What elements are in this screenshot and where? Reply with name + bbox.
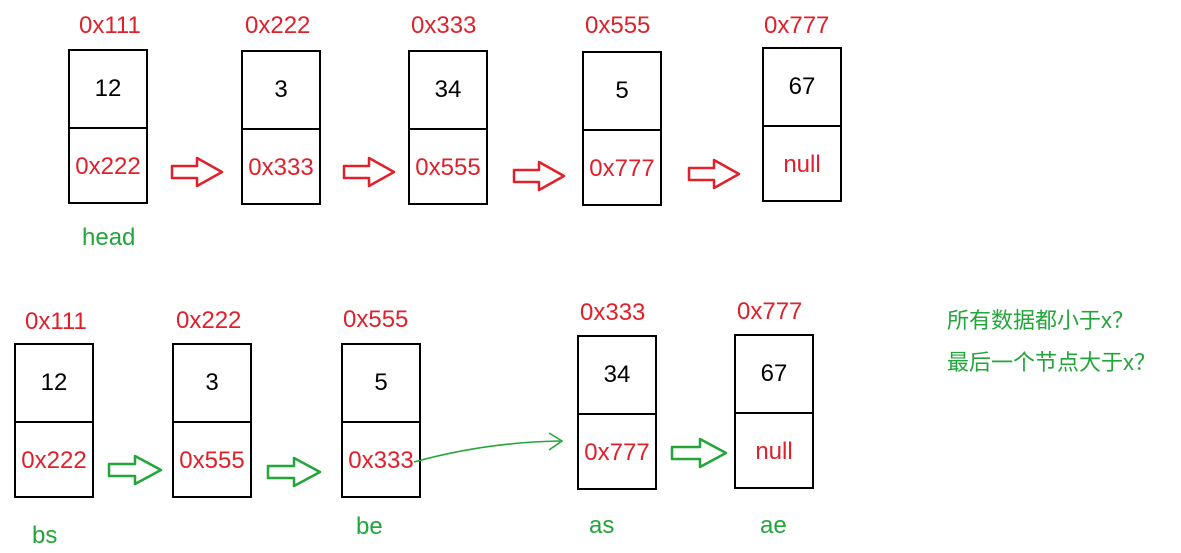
- bottom-node-0-next: 0x222: [21, 446, 87, 474]
- top-node-0-address: 0x111: [79, 12, 141, 39]
- bottom-node-3: 34 0x777: [577, 335, 657, 490]
- top-node-2-next: 0x555: [415, 153, 481, 181]
- bottom-node-0-address: 0x111: [25, 308, 87, 335]
- ae-label: ae: [760, 512, 787, 539]
- top-node-0-next: 0x222: [75, 152, 141, 180]
- note-last-node-greater-than-x: 最后一个节点大于x？: [947, 350, 1157, 375]
- bottom-node-0-value: 12: [16, 345, 92, 423]
- bottom-node-4-value: 67: [736, 336, 812, 414]
- top-arrow-2: [342, 156, 396, 188]
- top-node-3-next: 0x777: [589, 154, 655, 182]
- top-node-1-value: 3: [243, 52, 319, 130]
- head-label: head: [82, 224, 136, 251]
- bottom-node-2-next: 0x333: [348, 446, 414, 474]
- be-to-as-link-head: [548, 432, 564, 451]
- be-label: be: [356, 513, 383, 540]
- top-node-4-address: 0x777: [764, 12, 830, 39]
- bottom-node-2-address: 0x555: [343, 306, 409, 333]
- top-node-1-address: 0x222: [245, 12, 311, 39]
- bottom-node-1: 3 0x555: [172, 343, 252, 498]
- top-arrow-1: [170, 156, 224, 188]
- note-all-less-than-x: 所有数据都小于x？: [947, 308, 1135, 333]
- top-node-0-value: 12: [70, 51, 146, 129]
- bottom-node-4-next: null: [755, 437, 793, 465]
- top-node-2-address: 0x333: [411, 12, 477, 39]
- top-node-4: 67 null: [762, 47, 842, 202]
- bottom-node-0: 12 0x222: [14, 343, 94, 498]
- bottom-node-2: 5 0x333: [341, 343, 421, 498]
- top-arrow-4: [687, 158, 741, 190]
- as-label: as: [589, 512, 615, 539]
- top-node-0: 12 0x222: [68, 49, 148, 204]
- top-node-2-value: 34: [410, 52, 486, 130]
- bottom-node-1-value: 3: [174, 345, 250, 423]
- bottom-node-1-address: 0x222: [176, 307, 242, 334]
- bottom-arrow-3: [670, 437, 728, 469]
- top-node-4-next: null: [783, 150, 821, 178]
- top-node-3-address: 0x555: [585, 12, 651, 39]
- top-node-4-value: 67: [764, 49, 840, 127]
- bottom-node-1-next: 0x555: [179, 446, 245, 474]
- bottom-node-3-next: 0x777: [584, 438, 650, 466]
- top-node-1: 3 0x333: [241, 50, 321, 205]
- bs-label: bs: [32, 522, 58, 549]
- top-node-1-next: 0x333: [248, 153, 314, 181]
- top-node-3-value: 5: [584, 53, 660, 131]
- bottom-node-2-value: 5: [343, 345, 419, 423]
- bottom-arrow-1: [107, 454, 163, 486]
- bottom-node-3-value: 34: [579, 337, 655, 415]
- bottom-node-3-address: 0x333: [580, 299, 646, 326]
- bottom-node-4-address: 0x777: [737, 298, 803, 325]
- bottom-arrow-2: [266, 456, 322, 488]
- be-to-as-link: [413, 440, 561, 463]
- top-arrow-3: [512, 160, 566, 192]
- top-node-2: 34 0x555: [408, 50, 488, 205]
- bottom-node-4: 67 null: [734, 334, 814, 489]
- top-node-3: 5 0x777: [582, 51, 662, 206]
